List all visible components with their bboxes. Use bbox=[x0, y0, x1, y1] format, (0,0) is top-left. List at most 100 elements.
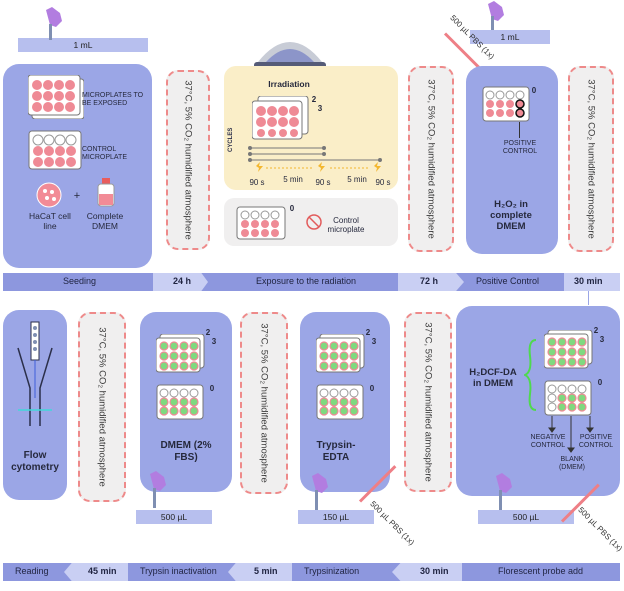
incubation-panel-4: 37°C, 5% CO₂ humidified atmosphere bbox=[78, 312, 126, 502]
volume-bar-1ml-right: 1 mL bbox=[470, 30, 550, 44]
cycle-t2: 5 min bbox=[283, 175, 303, 184]
positive-num: 0 bbox=[531, 86, 537, 95]
control-box-plate bbox=[236, 206, 286, 240]
positive-control-plate bbox=[482, 86, 530, 122]
incubation-panel-5: 37°C, 5% CO₂ humidified atmosphere bbox=[240, 312, 288, 494]
trypsin-num2: 2 bbox=[365, 328, 371, 337]
cycle-t5: 90 s bbox=[375, 178, 391, 187]
probe-panel bbox=[456, 306, 620, 496]
incubation-panel-1: 37°C, 5% CO₂ humidified atmosphere bbox=[166, 70, 210, 250]
plate-num-2: 2 bbox=[311, 95, 317, 104]
trypsin-num3: 3 bbox=[371, 337, 377, 346]
incubation-text: 37°C, 5% CO₂ humidified atmosphere bbox=[585, 79, 597, 239]
medium-label: Complete DMEM bbox=[86, 211, 124, 231]
cycles-timeline bbox=[248, 146, 382, 172]
dmem-num2: 2 bbox=[205, 328, 211, 337]
timeline-bottom-45min: 45 min bbox=[64, 563, 128, 581]
dmem-label: DMEM (2% FBS) bbox=[160, 440, 212, 463]
connector-down-arrow bbox=[588, 291, 589, 305]
timeline-inactivation-label: Trypsin inactivation bbox=[140, 566, 217, 576]
incubation-text: 37°C, 5% CO₂ humidified atmosphere bbox=[422, 322, 434, 482]
exposed-microplate bbox=[28, 75, 84, 119]
timeline-positive-label: Positive Control bbox=[476, 276, 540, 286]
timeline-30min-bottom-label: 30 min bbox=[420, 566, 449, 576]
dmem-num3: 3 bbox=[211, 337, 217, 346]
timeline-top-exposure: Exposure to the radiation bbox=[208, 273, 398, 291]
probe-plates-stack bbox=[544, 330, 593, 369]
control-box-num: 0 bbox=[289, 204, 295, 213]
timeline-5min-label: 5 min bbox=[254, 566, 278, 576]
pipette-icon bbox=[488, 1, 504, 30]
pbs-label-bottom: 500 µL PBS (1x) bbox=[576, 505, 624, 554]
timeline-top-30min: 30 min bbox=[564, 273, 620, 291]
volume-bar-500-b: 500 µL bbox=[478, 510, 574, 524]
probe-arrows bbox=[548, 416, 594, 453]
trypsin-control-plate bbox=[316, 384, 364, 420]
timeline-reading-label: Reading bbox=[15, 566, 49, 576]
incubation-text: 37°C, 5% CO₂ humidified atmosphere bbox=[258, 323, 270, 483]
cycles-label: CYCLES bbox=[228, 127, 234, 152]
probe-num0: 0 bbox=[597, 378, 603, 387]
probe-blank: BLANK (DMEM) bbox=[558, 456, 586, 472]
control-microplate bbox=[28, 130, 82, 170]
positive-label: POSITIVE CONTROL bbox=[502, 140, 538, 156]
control-label: CONTROL MICROPLATE bbox=[82, 146, 127, 162]
timeline-bottom-band bbox=[3, 563, 620, 581]
timeline-bottom-30min: 30 min bbox=[392, 563, 462, 581]
exposed-label: MICROPLATES TO BE EXPOSED bbox=[82, 92, 144, 108]
cycle-t3: 90 s bbox=[315, 178, 331, 187]
pipette-icon bbox=[496, 473, 512, 510]
probe-num3: 3 bbox=[599, 335, 605, 344]
volume-bar-1ml-left: 1 mL bbox=[18, 38, 148, 52]
cycle-t1: 90 s bbox=[249, 178, 265, 187]
timeline-45min-label: 45 min bbox=[88, 566, 117, 576]
timeline-probe-label: Florescent probe add bbox=[498, 566, 584, 576]
timeline-30min-label: 30 min bbox=[574, 276, 603, 286]
probe-control-plate bbox=[544, 380, 592, 416]
probe-negative: NEGATIVE CONTROL bbox=[530, 434, 566, 450]
probe-reagent: H₂DCF-DA in DMEM bbox=[469, 367, 517, 389]
irradiation-title: Irradiation bbox=[268, 79, 310, 89]
medium-bottle-icon bbox=[97, 178, 115, 207]
incubation-text: 37°C, 5% CO₂ humidified atmosphere bbox=[96, 327, 108, 487]
timeline-bottom-5min: 5 min bbox=[228, 563, 292, 581]
timeline-bottom-trypsinization: Trypsinization bbox=[292, 563, 392, 581]
trypsin-num0: 0 bbox=[369, 384, 375, 393]
trypsin-label: Trypsin-EDTA bbox=[316, 440, 356, 463]
incubation-panel-2: 37°C, 5% CO₂ humidified atmosphere bbox=[408, 66, 454, 252]
volume-bar-500-a: 500 µL bbox=[136, 510, 212, 524]
plus-sign: + bbox=[73, 190, 81, 202]
timeline-top-24h: 24 h bbox=[153, 273, 208, 291]
incubation-panel-6: 37°C, 5% CO₂ humidified atmosphere bbox=[404, 312, 452, 492]
dmem-num0: 0 bbox=[209, 384, 215, 393]
incubation-text: 37°C, 5% CO₂ humidified atmosphere bbox=[425, 79, 437, 239]
control-box-label: Control microplate bbox=[327, 216, 365, 235]
cell-line-label: HaCaT cell line bbox=[29, 211, 71, 231]
dmem-control-plate bbox=[156, 384, 204, 420]
timeline-bottom-reading: Reading bbox=[3, 563, 63, 581]
pipette-icon bbox=[150, 471, 166, 508]
no-irradiation-icon bbox=[306, 214, 322, 230]
h2o2-label: H₂O₂ in complete DMEM bbox=[490, 199, 532, 232]
volume-bar-150: 150 µL bbox=[298, 510, 374, 524]
probe-num2: 2 bbox=[593, 326, 599, 335]
timeline-bottom-trypsin-inact: Trypsin inactivation bbox=[128, 563, 228, 581]
flow-cytometer-icon bbox=[17, 321, 53, 426]
probe-brace bbox=[524, 339, 537, 411]
plate-num-3: 3 bbox=[317, 104, 323, 113]
cycle-t4: 5 min bbox=[347, 175, 367, 184]
irradiated-microplates bbox=[252, 96, 309, 140]
timeline-top-seeding: Seeding bbox=[3, 273, 153, 291]
timeline-top-72h: 72 h bbox=[398, 273, 464, 291]
petri-dish-icon bbox=[36, 182, 62, 208]
pbs-label-mid: 500 µL PBS (1x) bbox=[368, 499, 417, 548]
timeline-exposure-label: Exposure to the radiation bbox=[256, 276, 357, 286]
pipette-icon bbox=[46, 7, 62, 40]
timeline-top-positive: Positive Control bbox=[464, 273, 564, 291]
probe-positive: POSITIVE CONTROL bbox=[578, 434, 614, 450]
trypsin-plates-stack bbox=[316, 334, 365, 373]
positive-arrow bbox=[519, 122, 520, 138]
pipette-icon bbox=[312, 473, 328, 510]
dmem-plates-stack bbox=[156, 334, 205, 373]
timeline-24h-label: 24 h bbox=[173, 276, 192, 286]
